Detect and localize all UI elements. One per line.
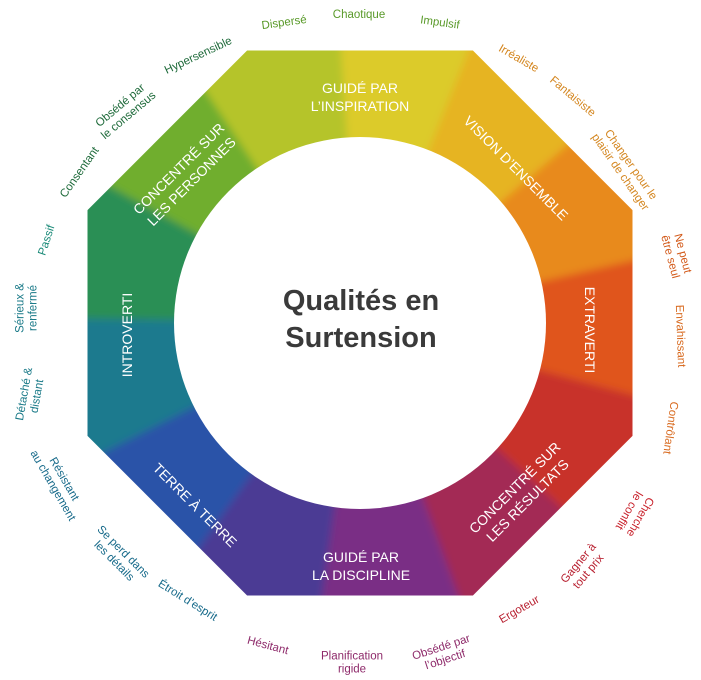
outer-word-label: Résistantau changement	[27, 442, 89, 524]
outer-word-label: Irréaliste	[496, 43, 540, 75]
outer-word-label: Hypersensible	[163, 35, 234, 77]
outer-word-label: Obsédé parle consensus	[91, 79, 159, 141]
outer-word-label: Se perd dansles détails	[85, 524, 151, 590]
outer-word-label: Détaché &distant	[14, 366, 48, 424]
segment-label: INTROVERTI	[119, 293, 135, 378]
outer-word-label: Dispersé	[261, 14, 308, 32]
outer-word-label: Étroit d’esprit	[156, 577, 220, 624]
outer-word-label: Consentant	[58, 144, 102, 200]
center-title: Qualités en Surtension	[251, 283, 471, 357]
segment-label: EXTRAVERTI	[582, 287, 598, 374]
outer-word-label: Fantaisiste	[547, 74, 597, 119]
outer-word-label: Passif	[36, 223, 57, 257]
center-title-line-2: Surtension	[285, 322, 437, 354]
outer-word-label: Impulsif	[419, 14, 461, 32]
outer-word-label: Chaotique	[333, 9, 385, 21]
outer-word-label: Cherchele conflit	[612, 488, 655, 538]
outer-word-label: Sérieux &renfermé	[15, 283, 40, 333]
outer-word-label: Obsédé parl’objectif	[411, 633, 476, 675]
outer-word-label: Ne peutêtre seul	[658, 231, 694, 280]
outer-word-label: Hésitant	[246, 635, 291, 658]
outer-word-label: Ergoteur	[497, 594, 541, 627]
outer-word-label: Envahissant	[673, 305, 687, 369]
center-title-line-1: Qualités en	[282, 285, 440, 317]
center-circle	[174, 137, 546, 509]
ring-color-wedge	[295, 323, 490, 596]
outer-word-label: Contrôlant	[660, 401, 679, 456]
outer-word-label: Gagner àtout prix	[559, 541, 609, 594]
